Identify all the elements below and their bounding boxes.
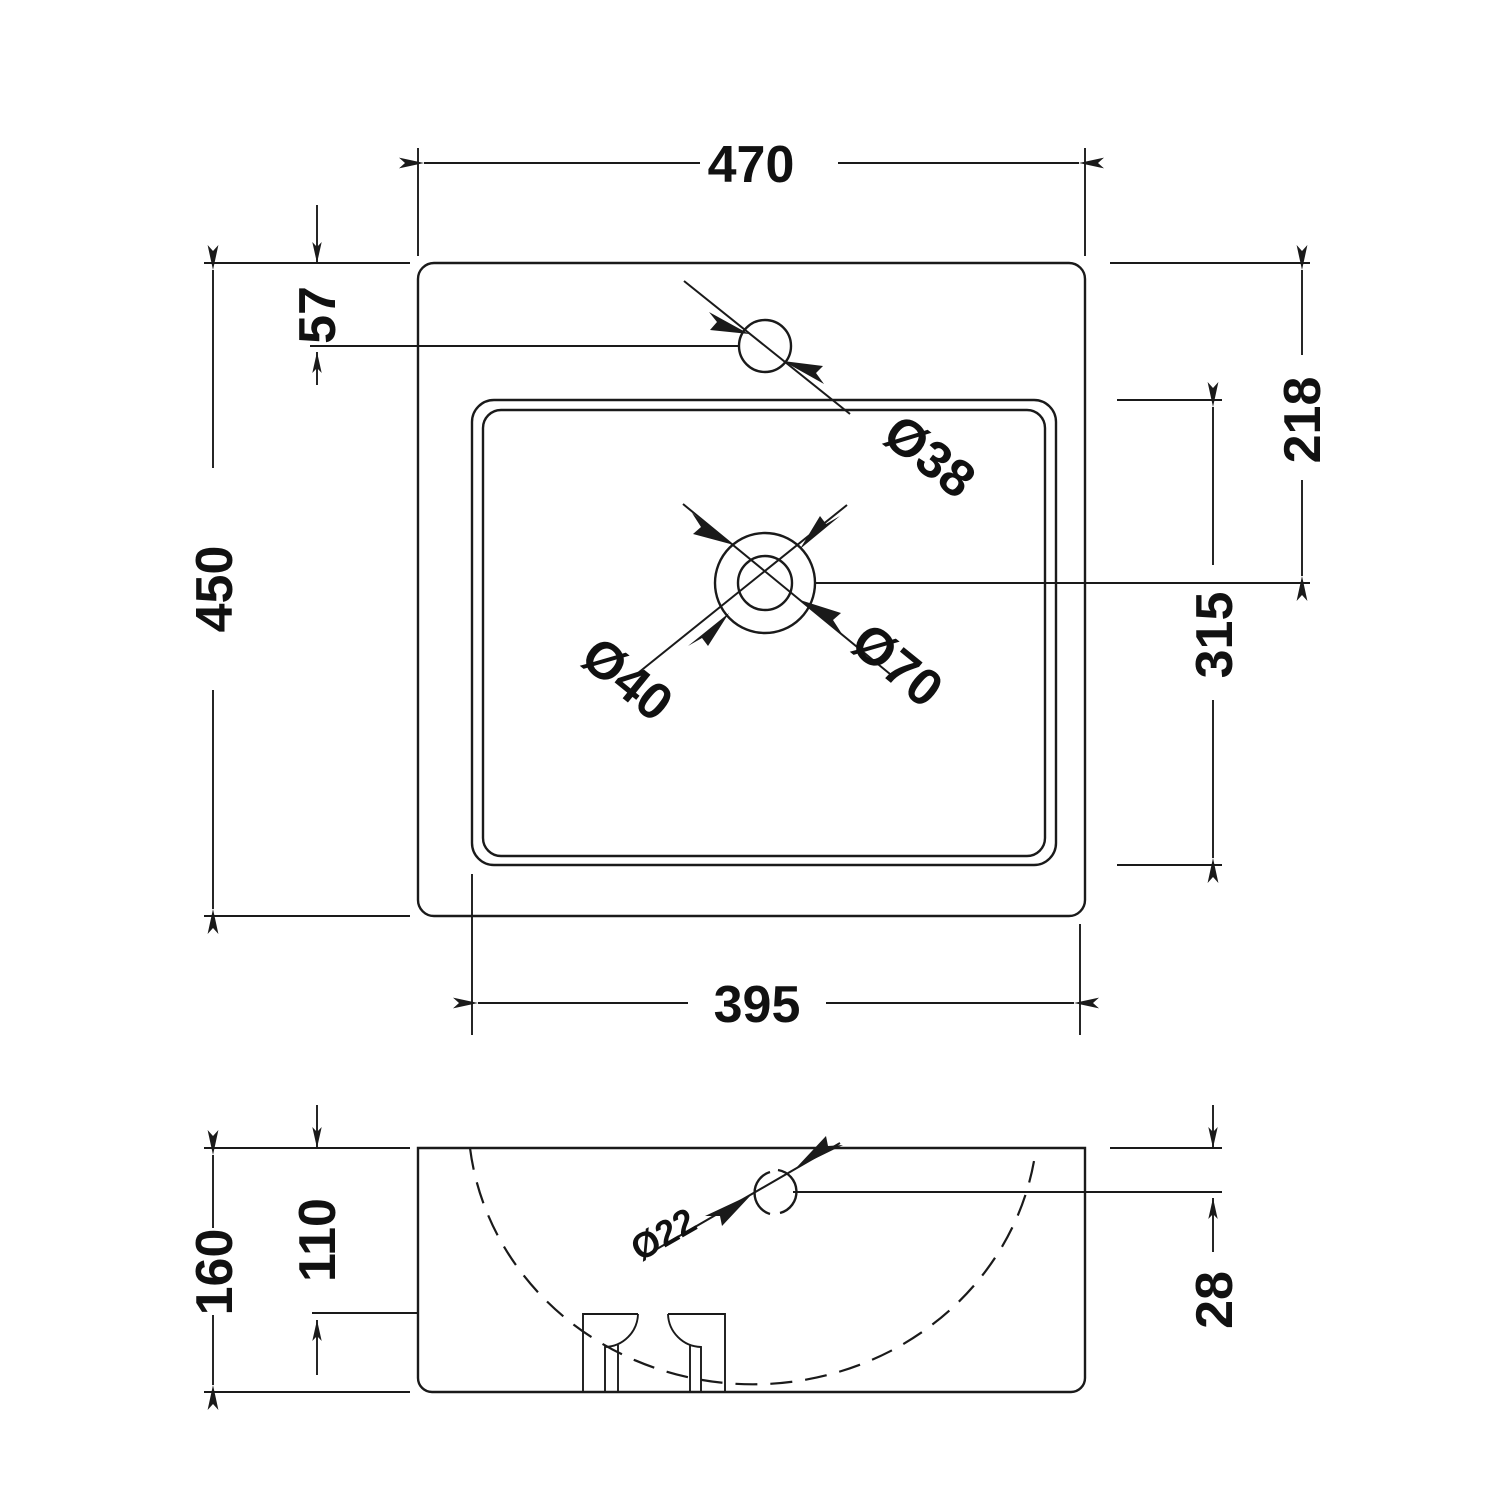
waste-outlet-detail: [582, 1313, 726, 1393]
callout-label-dia70: Ø70: [840, 612, 953, 719]
callout-label-dia38: Ø38: [873, 404, 986, 510]
drain-outer-circle: [713, 531, 817, 635]
dim-label-57: 57: [289, 286, 347, 344]
basin-bowl-outline-outer: [470, 398, 1058, 867]
overflow-hole-arc-right: [777, 1168, 798, 1215]
dim-label-395: 395: [714, 976, 801, 1034]
dim-label-315: 315: [1186, 592, 1244, 679]
leader-arrow-dia38-b: [783, 361, 824, 384]
basin-outer-outline: [416, 261, 1087, 918]
leader-arrow-dia38-a: [709, 312, 749, 334]
dim-label-470: 470: [708, 136, 795, 194]
leader-arrow-dia22-ne: [796, 1136, 843, 1168]
leader-arrow-dia40-ne: [800, 516, 840, 549]
basin-bowl-outline-inner: [481, 408, 1047, 858]
leader-arrow-dia70-se: [800, 600, 842, 634]
section-view: 160 110 28 Ø22: [186, 1105, 1244, 1410]
leader-line-dia70-nw-se: [682, 503, 891, 675]
leader-arrow-dia22-sw: [705, 1194, 752, 1226]
dim-label-218: 218: [1274, 377, 1332, 464]
overflow-hole-arc-left: [753, 1170, 771, 1216]
dim-label-110: 110: [289, 1198, 347, 1282]
leader-arrow-dia40-sw: [688, 613, 729, 646]
dim-label-450: 450: [186, 546, 244, 633]
leader-arrow-dia70-nw: [692, 513, 734, 545]
leader-line-dia38: [683, 280, 851, 415]
drain-inner-circle: [736, 554, 794, 612]
dim-label-28: 28: [1186, 1271, 1244, 1329]
callout-label-dia40: Ø40: [570, 626, 683, 733]
plan-view: 470 450 57 218 315 395: [186, 136, 1332, 1035]
section-body-outline: [416, 1146, 1087, 1394]
section-bowl-hidden-profile: [468, 1147, 1038, 1386]
dim-label-160: 160: [186, 1229, 244, 1316]
callout-label-dia22: Ø22: [624, 1199, 703, 1269]
